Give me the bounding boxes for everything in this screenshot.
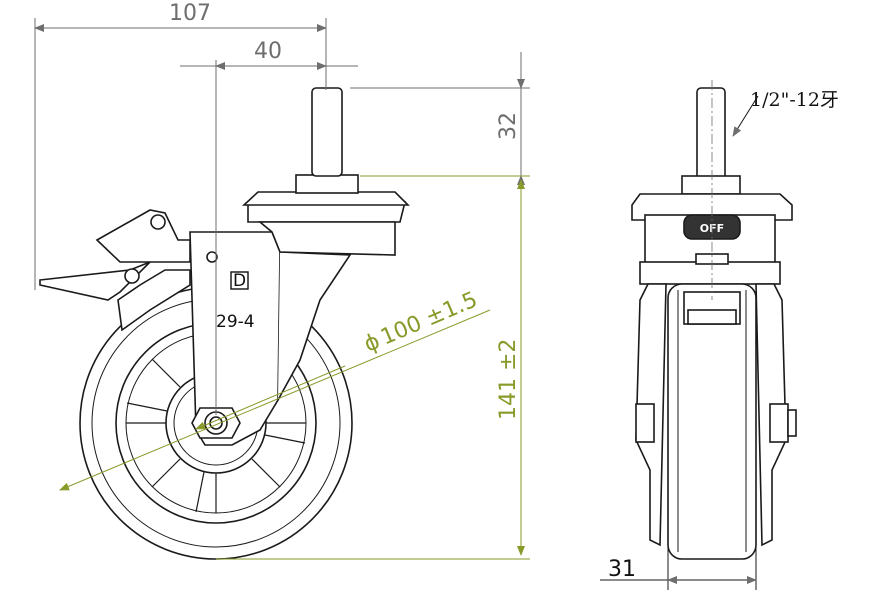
- threaded-stem: [311, 87, 343, 177]
- front-axle-nut-right: [769, 403, 789, 443]
- part-number-label: 29-4: [216, 312, 255, 332]
- front-axle-nut-left: [635, 403, 655, 443]
- thread-callout: [732, 95, 759, 137]
- dim-wheel-diameter-group: ϕ 100 ±1.5: [361, 287, 482, 357]
- diameter-dimension: [59, 309, 491, 491]
- thread-spec-label: 1/2"-12牙: [750, 89, 839, 111]
- dim-stem-length: 32: [496, 112, 521, 140]
- brand-logo: D: [230, 271, 249, 291]
- dim-total-height: 141 ±2: [496, 339, 521, 420]
- dim-stem-offset: 40: [254, 39, 282, 64]
- rivet-hole: [206, 251, 218, 263]
- side-dimensions: [34, 18, 530, 415]
- front-wheel: [667, 283, 757, 560]
- swivel-plate: [241, 174, 410, 206]
- logo-letter: D: [233, 271, 246, 291]
- front-threaded-stem: [696, 87, 726, 181]
- front-view: OFF: [631, 87, 797, 560]
- fork-bracket: [189, 201, 407, 446]
- wheel-width-dimension: [600, 545, 757, 590]
- side-view: [39, 87, 410, 560]
- dim-wheel-diameter: 100 ±1.5: [377, 287, 481, 350]
- height-dimension: [216, 175, 530, 560]
- dim-wheel-width: 31: [608, 557, 636, 582]
- dim-overall-width: 107: [169, 1, 211, 26]
- brake-lever: [39, 209, 191, 332]
